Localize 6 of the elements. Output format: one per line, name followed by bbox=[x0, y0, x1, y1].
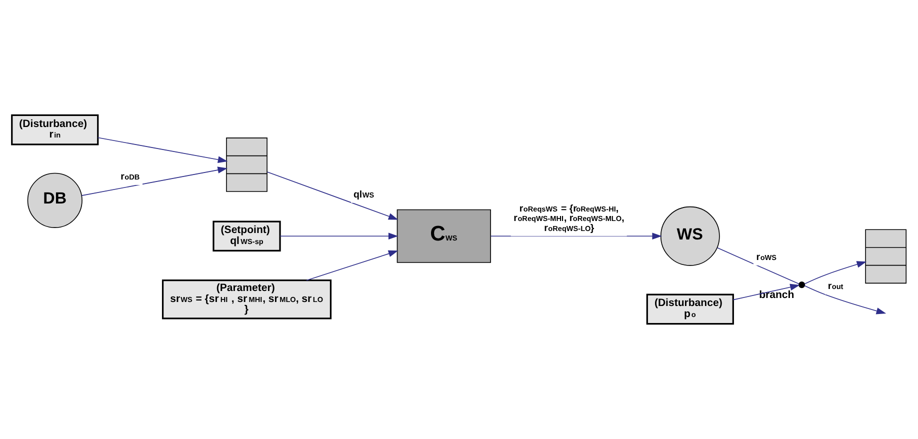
edge-label: rout bbox=[828, 280, 844, 292]
edge-label: roWS bbox=[756, 252, 777, 263]
edge-label: qlWS bbox=[353, 189, 374, 200]
node-label: branch bbox=[759, 288, 794, 301]
edge-label: roReqsWS = {roReqWS-HI, roReqWS-MHI, roReqWS-MLO, roReqWS-LO} bbox=[514, 203, 624, 234]
edge-label: roDB bbox=[120, 171, 140, 182]
